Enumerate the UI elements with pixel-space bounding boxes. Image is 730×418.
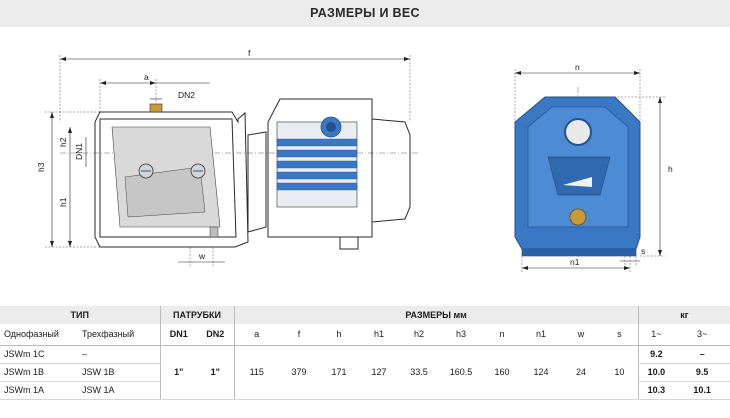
dim-h-label: h bbox=[668, 164, 673, 174]
cell-kg3: – bbox=[674, 345, 730, 364]
cell-kg1: 9.2 bbox=[637, 345, 675, 364]
table-row: JSWm 1A JSW 1A 10.3 10.1 bbox=[0, 381, 730, 400]
cell-h1: 127 bbox=[359, 345, 399, 400]
cell-three: – bbox=[78, 345, 160, 364]
col-n1: n1 bbox=[521, 324, 561, 346]
table-row: JSWm 1C – 1" 1" 115 379 171 127 33.5 160… bbox=[0, 345, 730, 400]
cell-h2: 33.5 bbox=[399, 345, 439, 400]
col-single-phase: Однофазный bbox=[0, 324, 78, 346]
col-n: n bbox=[483, 324, 521, 346]
col-f: f bbox=[279, 324, 319, 346]
dim-n1-label: n1 bbox=[570, 257, 580, 267]
col-a: a bbox=[233, 324, 279, 346]
dim-n-label: n bbox=[575, 62, 580, 72]
dim-f-label: f bbox=[248, 48, 251, 58]
cell-f: 379 bbox=[279, 345, 319, 400]
dim-dn2-label: DN2 bbox=[178, 90, 195, 100]
dim-s-label: s bbox=[641, 246, 645, 256]
cell-h3: 160.5 bbox=[439, 345, 483, 400]
table-row: JSWm 1B JSW 1B 10.0 9.5 bbox=[0, 363, 730, 382]
col-h3: h3 bbox=[439, 324, 483, 346]
col-h: h bbox=[319, 324, 359, 346]
page-title: РАЗМЕРЫ И ВЕС bbox=[310, 6, 420, 20]
dim-h1-label: h1 bbox=[58, 197, 68, 207]
cell-single: JSWm 1A bbox=[0, 381, 78, 400]
dim-dn1-label: DN1 bbox=[74, 143, 84, 160]
cell-h: 171 bbox=[319, 345, 359, 400]
group-type: ТИП bbox=[0, 306, 160, 324]
col-dn2: DN2 bbox=[197, 324, 234, 346]
spec-table: ТИП ПАТРУБКИ РАЗМЕРЫ мм кг Однофазный Тр… bbox=[0, 306, 730, 400]
cell-n: 160 bbox=[483, 345, 521, 400]
cell-dn2: 1" bbox=[197, 345, 234, 400]
col-w: w bbox=[561, 324, 601, 346]
dim-a-label: a bbox=[144, 72, 149, 82]
cell-three: JSW 1A bbox=[78, 381, 160, 400]
cell-a: 115 bbox=[233, 345, 279, 400]
col-three-phase: Трехфазный bbox=[78, 324, 160, 346]
cell-three: JSW 1B bbox=[78, 363, 160, 382]
cell-single: JSWm 1C bbox=[0, 345, 78, 364]
cell-dn1: 1" bbox=[159, 345, 197, 400]
col-h2: h2 bbox=[399, 324, 439, 346]
motor-fins bbox=[276, 138, 358, 191]
pump-side-view: f a DN2 h3 h2 h1 DN1 w bbox=[36, 48, 420, 267]
group-weight: кг bbox=[637, 306, 730, 324]
cell-n1: 124 bbox=[521, 345, 561, 400]
col-dn1: DN1 bbox=[159, 324, 197, 346]
cell-kg3: 9.5 bbox=[674, 363, 730, 382]
cell-kg3: 10.1 bbox=[674, 381, 730, 400]
cell-single: JSWm 1B bbox=[0, 363, 78, 382]
col-s: s bbox=[601, 324, 639, 346]
title-band: РАЗМЕРЫ И ВЕС bbox=[0, 0, 730, 27]
dimension-drawing: f a DN2 h3 h2 h1 DN1 w bbox=[36, 48, 673, 272]
cell-kg1: 10.0 bbox=[637, 363, 675, 382]
pump-front-view: n h s n1 bbox=[514, 62, 673, 272]
dim-h2-label: h2 bbox=[58, 137, 68, 147]
group-dimensions: РАЗМЕРЫ мм bbox=[233, 306, 639, 324]
cell-w: 24 bbox=[561, 345, 601, 400]
col-kg-1ph: 1~ bbox=[637, 324, 675, 346]
group-ports: ПАТРУБКИ bbox=[159, 306, 234, 324]
col-h1: h1 bbox=[359, 324, 399, 346]
cell-kg1: 10.3 bbox=[637, 381, 675, 400]
dim-w-label: w bbox=[198, 251, 206, 261]
col-kg-3ph: 3~ bbox=[674, 324, 730, 346]
dim-h3-label: h3 bbox=[36, 162, 46, 172]
cell-s: 10 bbox=[601, 345, 639, 400]
